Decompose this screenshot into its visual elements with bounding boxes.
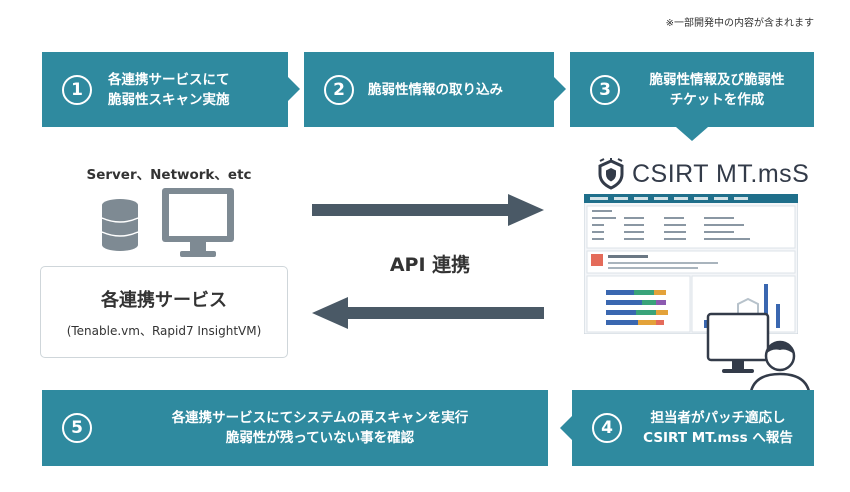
database-icon	[101, 199, 139, 251]
dashboard-screenshot	[584, 194, 798, 334]
arrow-left-icon	[312, 297, 544, 329]
person-at-monitor-icon	[706, 312, 812, 402]
step-5-text: 各連携サービスにてシステムの再スキャンを実行 脆弱性が残っていない事を確認	[92, 408, 548, 448]
api-label: API 連携	[389, 254, 471, 276]
step-1-number: 1	[62, 74, 92, 105]
step-2-pointer	[554, 77, 566, 101]
logo-text: CSIRT MT.msS	[632, 159, 810, 188]
step-4-text: 担当者がパッチ適応し CSIRT MT.mss へ報告	[622, 408, 814, 448]
step-4-pointer	[560, 416, 572, 440]
step-1-text: 各連携サービスにて 脆弱性スキャン実施	[108, 70, 230, 110]
step-2-number: 2	[324, 74, 354, 105]
step-1-line2: 脆弱性スキャン実施	[108, 91, 230, 108]
step-3-number: 3	[590, 74, 620, 105]
logo: CSIRT MT.msS	[596, 158, 809, 190]
step-3-line2: チケットを作成	[669, 91, 765, 108]
step-3-box: 3 脆弱性情報及び脆弱性 チケットを作成	[570, 52, 814, 127]
step-5-box: 5 各連携サービスにてシステムの再スキャンを実行 脆弱性が残っていない事を確認	[42, 390, 548, 466]
service-box-title: 各連携サービス	[101, 289, 227, 311]
step-4-line1: 担当者がパッチ適応し	[650, 410, 786, 426]
service-box-subtitle: (Tenable.vm、Rapid7 InsightVM)	[66, 323, 262, 338]
step-3-line1: 脆弱性情報及び脆弱性	[649, 71, 785, 88]
step-5-line2: 脆弱性が残っていない事を確認	[225, 430, 415, 446]
step-2-box: 2 脆弱性情報の取り込み	[304, 52, 554, 127]
step-1-box: 1 各連携サービスにて 脆弱性スキャン実施	[42, 52, 288, 127]
service-box: 各連携サービス (Tenable.vm、Rapid7 InsightVM)	[40, 266, 288, 358]
step-2-line1: 脆弱性情報の取り込み	[368, 81, 503, 98]
step-1-line1: 各連携サービスにて	[108, 71, 230, 88]
step-3-text: 脆弱性情報及び脆弱性 チケットを作成	[620, 70, 814, 110]
api-arrows	[312, 194, 544, 329]
dev-note: ※一部開発中の内容が含まれます	[665, 18, 814, 29]
step-4-box: 4 担当者がパッチ適応し CSIRT MT.mss へ報告	[572, 390, 814, 466]
arrow-right-icon	[312, 194, 544, 226]
step-5-number: 5	[62, 413, 92, 443]
step-4-line2: CSIRT MT.mss へ報告	[643, 430, 793, 446]
step-5-line1: 各連携サービスにてシステムの再スキャンを実行	[171, 410, 469, 426]
servers-label: Server、Network、etc	[86, 167, 252, 183]
monitor-icon	[162, 188, 234, 257]
shield-logo-icon	[598, 158, 624, 190]
step-2-text: 脆弱性情報の取り込み	[368, 80, 503, 100]
step-1-pointer	[288, 77, 300, 101]
step-4-number: 4	[592, 413, 622, 443]
step-3-pointer	[676, 127, 708, 141]
